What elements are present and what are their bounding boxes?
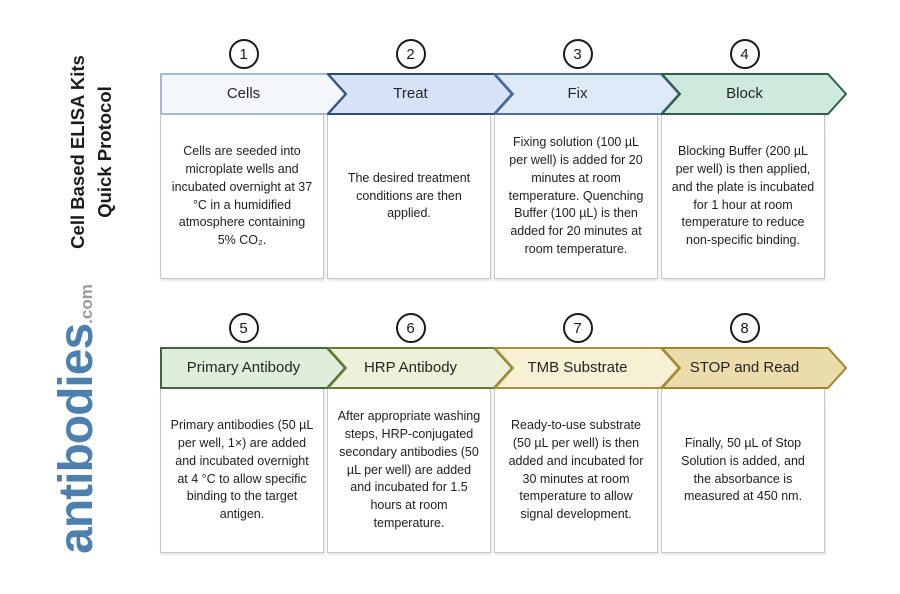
step-4-description-text: Blocking Buffer (200 µL per well) is the… bbox=[671, 144, 815, 247]
step-column-3: 3 Fix Fixing solution (100 µL per well) … bbox=[494, 39, 680, 289]
page-title: Cell Based ELISA Kits Quick Protocol bbox=[65, 44, 121, 260]
step-3-label: Fix bbox=[567, 85, 588, 102]
step-7-description-text: Ready-to-use substrate (50 µL per well) … bbox=[508, 418, 644, 521]
step-2-label: Treat bbox=[393, 85, 428, 102]
protocol-row-1: 1 Cells Cells are seeded into microplate… bbox=[160, 39, 866, 289]
step-1-label: Cells bbox=[226, 85, 261, 102]
step-6-description-text: After appropriate washing steps, HRP-con… bbox=[337, 409, 481, 530]
protocol-row-2: 5 Primary Antibody Primary antibodies (5… bbox=[160, 313, 866, 563]
step-3-description: Fixing solution (100 µL per well) is add… bbox=[494, 114, 658, 279]
step-5-number-badge: 5 bbox=[228, 313, 259, 343]
step-4-arrow-shape bbox=[661, 73, 847, 115]
step-4-arrow bbox=[661, 73, 847, 115]
step-7-label: TMB Substrate bbox=[527, 359, 628, 376]
step-2-description-text: The desired treatment conditions are the… bbox=[347, 170, 471, 221]
step-column-6: 6 HRP Antibody After appropriate washing… bbox=[327, 313, 513, 563]
step-column-7: 7 TMB Substrate Ready-to-use substrate (… bbox=[494, 313, 680, 563]
brand-logo-suffix: .com bbox=[77, 284, 96, 324]
step-column-2: 2 Treat The desired treatment conditions… bbox=[327, 39, 513, 289]
step-8-label: STOP and Read bbox=[689, 359, 800, 376]
step-8-description: Finally, 50 µL of Stop Solution is added… bbox=[661, 388, 825, 553]
step-column-8: 8 STOP and Read Finally, 50 µL of Stop S… bbox=[661, 313, 847, 563]
step-column-1: 1 Cells Cells are seeded into microplate… bbox=[160, 39, 346, 289]
step-1-description-text: Cells are seeded into microplate wells a… bbox=[171, 144, 313, 247]
step-8-arrow bbox=[661, 347, 847, 389]
step-6-description: After appropriate washing steps, HRP-con… bbox=[327, 388, 491, 553]
step-4-description: Blocking Buffer (200 µL per well) is the… bbox=[661, 114, 825, 279]
brand-logo: antibodies.com bbox=[49, 279, 125, 559]
step-2-number-badge: 2 bbox=[395, 39, 426, 69]
step-4-number-badge: 4 bbox=[729, 39, 760, 69]
step-5-label: Primary Antibody bbox=[186, 359, 301, 376]
step-1-description: Cells are seeded into microplate wells a… bbox=[160, 114, 324, 279]
step-column-4: 4 Block Blocking Buffer (200 µL per well… bbox=[661, 39, 847, 289]
step-8-number-badge: 8 bbox=[729, 313, 760, 343]
brand-logo-text: antibodies bbox=[50, 323, 103, 554]
step-3-description-text: Fixing solution (100 µL per well) is add… bbox=[508, 135, 644, 256]
step-6-number-badge: 6 bbox=[395, 313, 426, 343]
step-8-description-text: Finally, 50 µL of Stop Solution is added… bbox=[681, 436, 805, 504]
step-2-description: The desired treatment conditions are the… bbox=[327, 114, 491, 279]
step-8-arrow-shape bbox=[661, 347, 847, 389]
step-7-description: Ready-to-use substrate (50 µL per well) … bbox=[494, 388, 658, 553]
step-5-description-text: Primary antibodies (50 µL per well, 1×) … bbox=[170, 418, 314, 521]
step-6-label: HRP Antibody bbox=[363, 359, 458, 376]
step-3-number-badge: 3 bbox=[562, 39, 593, 69]
step-7-number-badge: 7 bbox=[562, 313, 593, 343]
page-title-line1: Cell Based ELISA Kits bbox=[67, 55, 88, 249]
step-column-5: 5 Primary Antibody Primary antibodies (5… bbox=[160, 313, 346, 563]
step-4-label: Block bbox=[726, 85, 763, 102]
step-5-description: Primary antibodies (50 µL per well, 1×) … bbox=[160, 388, 324, 553]
step-1-number-badge: 1 bbox=[228, 39, 259, 69]
page-title-line2: Quick Protocol bbox=[93, 86, 115, 218]
